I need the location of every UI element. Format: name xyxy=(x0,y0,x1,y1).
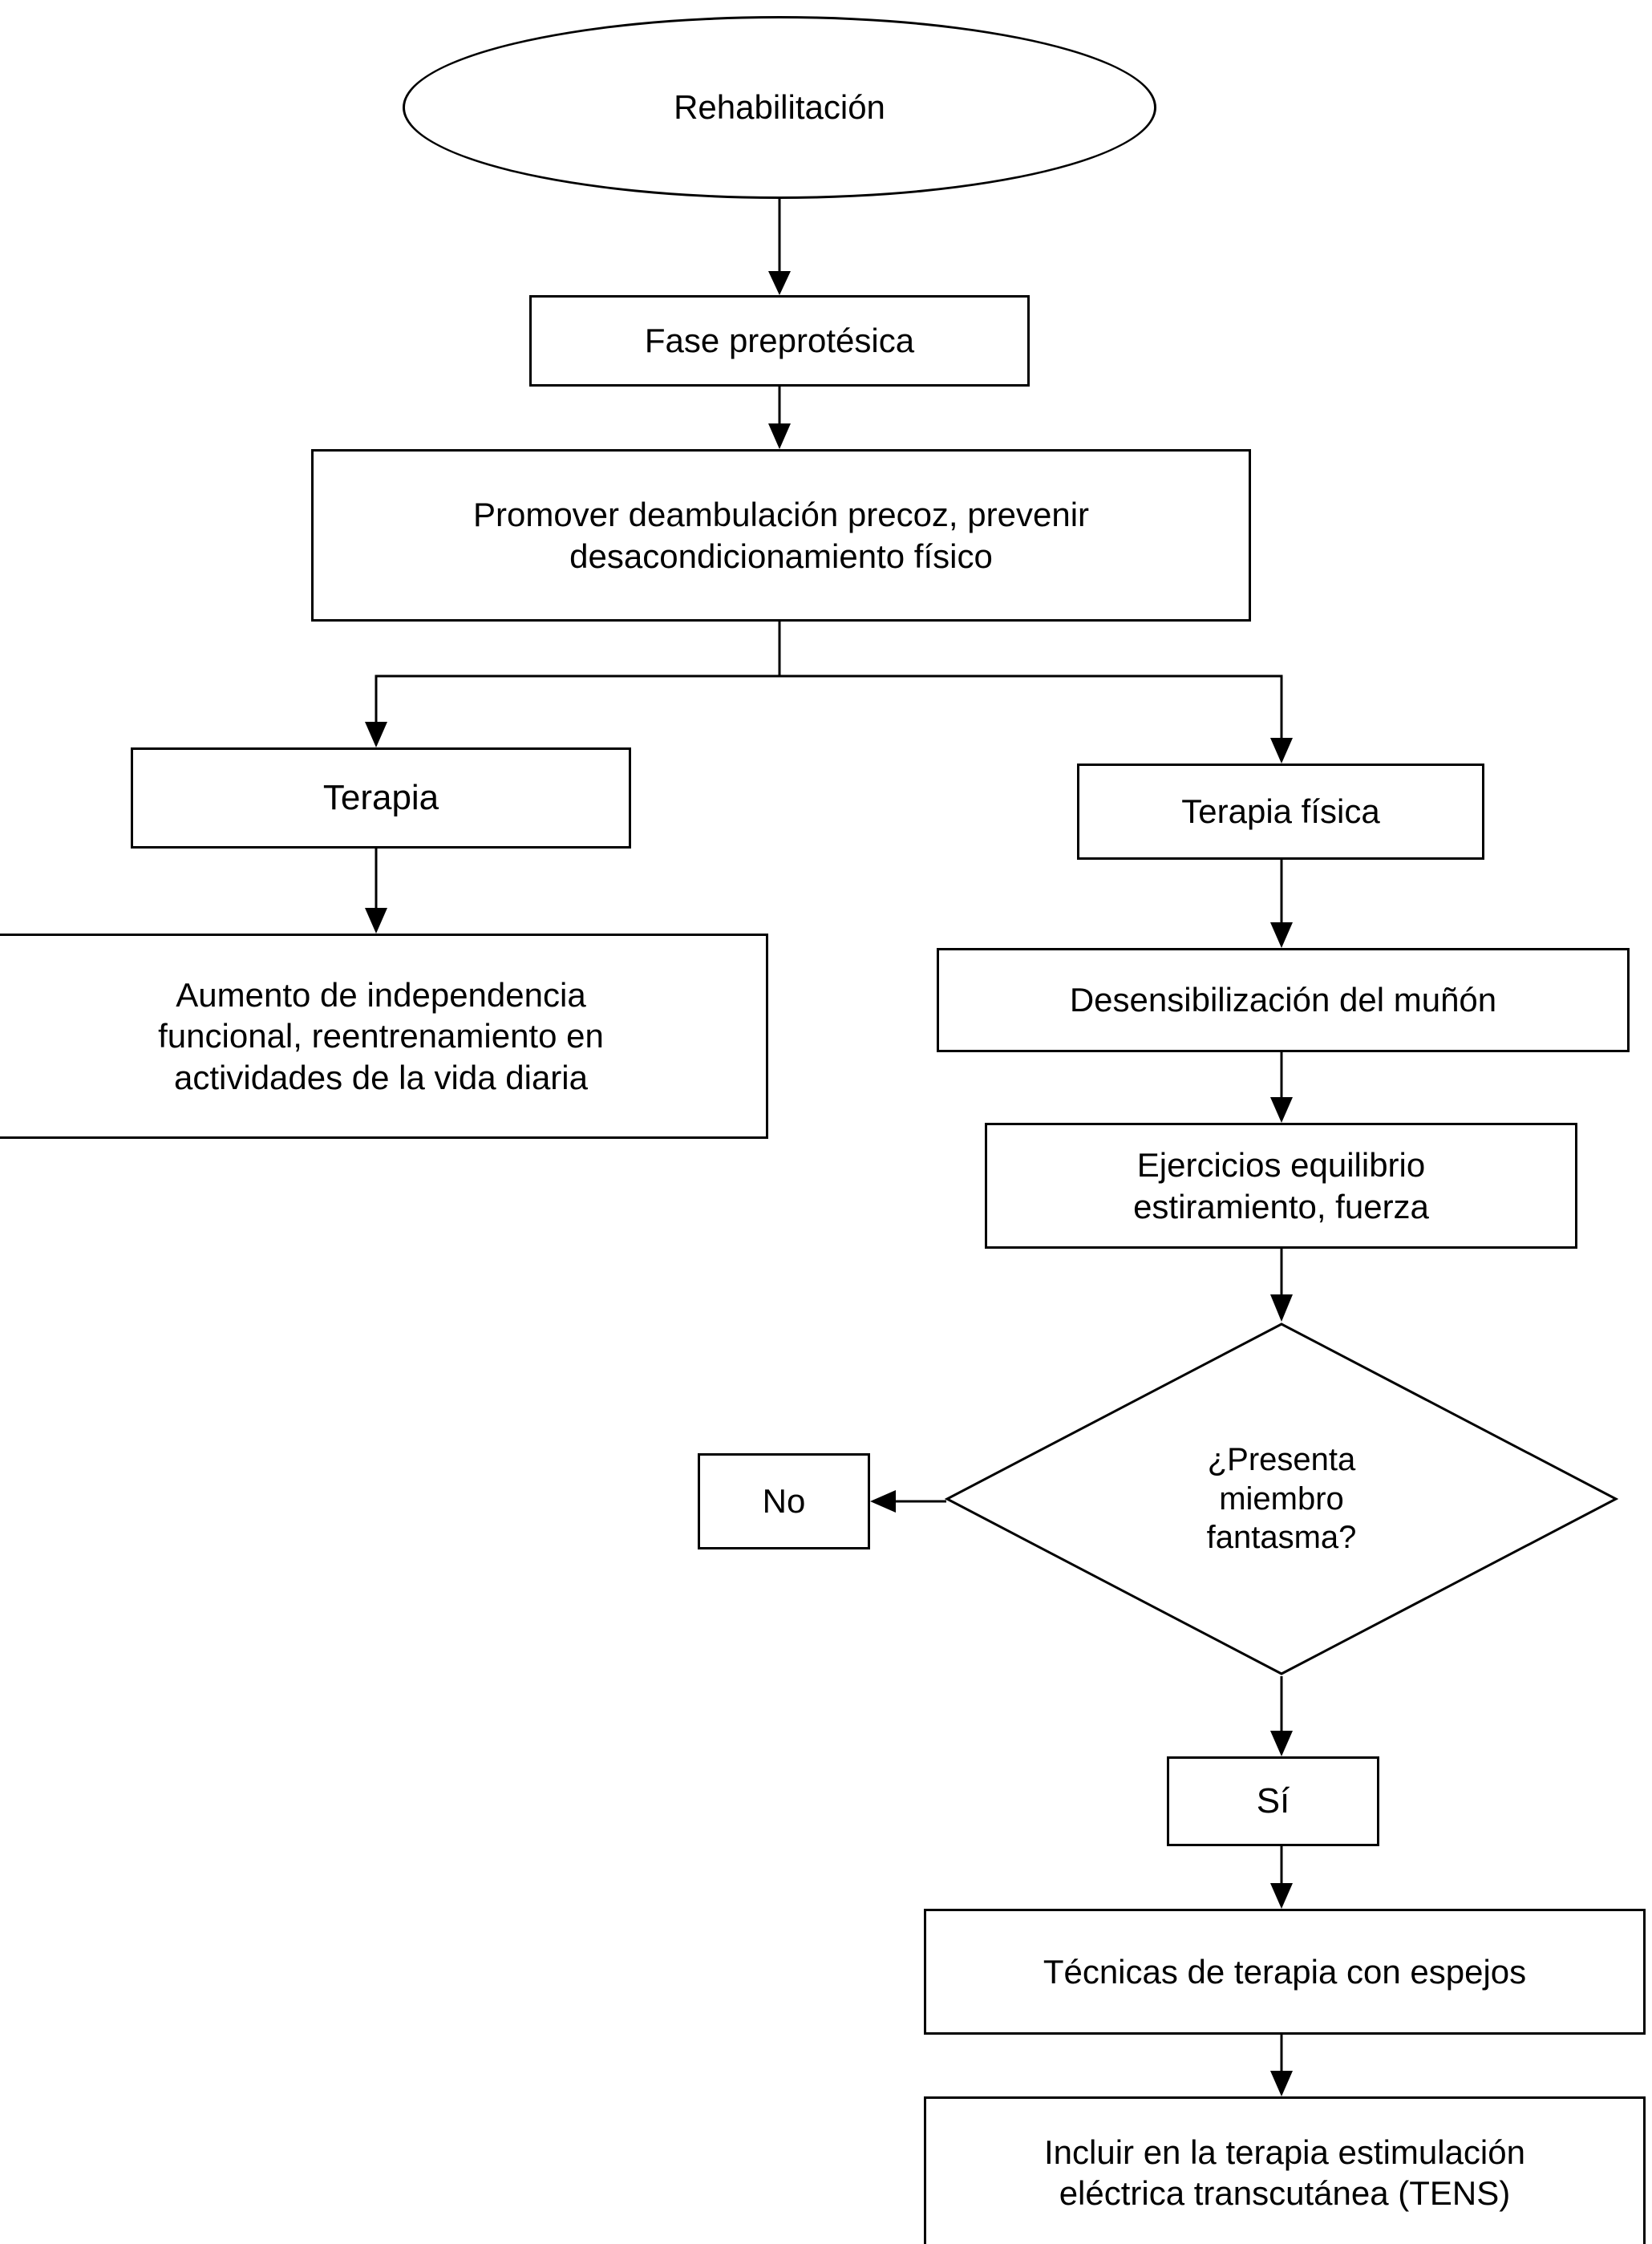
arrowhead-fase-promover xyxy=(768,423,791,449)
arrowhead-decision-si xyxy=(1270,1731,1293,1756)
node-aumento-independencia-label: Aumento de independencia funcional, reen… xyxy=(158,976,604,1096)
node-desensibilizacion-munon[interactable]: Desensibilización del muñón xyxy=(937,948,1630,1052)
arrowhead-ejercicios-decision xyxy=(1270,1294,1293,1322)
node-no[interactable]: No xyxy=(698,1453,870,1549)
arrowhead-terapia-aumento xyxy=(365,908,387,934)
node-no-label: No xyxy=(762,1482,806,1521)
node-rehabilitacion-label: Rehabilitación xyxy=(674,88,885,127)
node-fase-preprotesica[interactable]: Fase preprotésica xyxy=(529,295,1030,387)
node-tens[interactable]: Incluir en la terapia estimulación eléct… xyxy=(924,2096,1646,2244)
arrowhead-espejos-tens xyxy=(1270,2071,1293,2096)
edge-promover-terapia xyxy=(375,622,781,731)
node-rehabilitacion[interactable]: Rehabilitación xyxy=(403,16,1156,199)
arrowhead-start-fase xyxy=(768,271,791,295)
diamond-shape xyxy=(945,1323,1618,1675)
arrowhead-desensibilizacion-ejercicios xyxy=(1270,1097,1293,1123)
node-fase-preprotesica-label: Fase preprotésica xyxy=(644,322,915,360)
node-tecnicas-espejos-label: Técnicas de terapia con espejos xyxy=(1043,1952,1527,1991)
node-si-label: Sí xyxy=(1256,1781,1290,1821)
node-terapia-fisica-label: Terapia física xyxy=(1181,792,1380,831)
arrowhead-promover-terapiafisica xyxy=(1270,738,1293,764)
node-ejercicios-equilibrio[interactable]: Ejercicios equilibrio estiramiento, fuer… xyxy=(985,1123,1577,1249)
edge-promover-terapiafisica xyxy=(779,674,1283,747)
node-desensibilizacion-munon-label: Desensibilización del muñón xyxy=(1069,981,1497,1019)
arrowhead-promover-terapia xyxy=(365,722,387,747)
node-presenta-miembro-fantasma-label: ¿Presenta miembro fantasma? xyxy=(1206,1441,1357,1556)
node-tens-label: Incluir en la terapia estimulación eléct… xyxy=(1044,2133,1525,2212)
node-tecnicas-espejos[interactable]: Técnicas de terapia con espejos xyxy=(924,1909,1646,2035)
node-presenta-miembro-fantasma[interactable]: ¿Presenta miembro fantasma? xyxy=(945,1322,1618,1676)
node-terapia-label: Terapia xyxy=(322,778,439,818)
arrowhead-terapiafisica-desensibilizacion xyxy=(1270,922,1293,948)
node-promover-deambulacion-label: Promover deambulación precoz, prevenir d… xyxy=(472,496,1090,575)
node-si[interactable]: Sí xyxy=(1167,1756,1379,1846)
node-aumento-independencia[interactable]: Aumento de independencia funcional, reen… xyxy=(0,934,768,1139)
node-ejercicios-equilibrio-label: Ejercicios equilibrio estiramiento, fuer… xyxy=(1133,1146,1429,1225)
node-terapia[interactable]: Terapia xyxy=(131,747,631,849)
node-terapia-fisica[interactable]: Terapia física xyxy=(1077,764,1484,860)
arrowhead-decision-no xyxy=(870,1490,896,1513)
arrowhead-si-espejos xyxy=(1270,1883,1293,1909)
node-promover-deambulacion[interactable]: Promover deambulación precoz, prevenir d… xyxy=(311,449,1251,622)
